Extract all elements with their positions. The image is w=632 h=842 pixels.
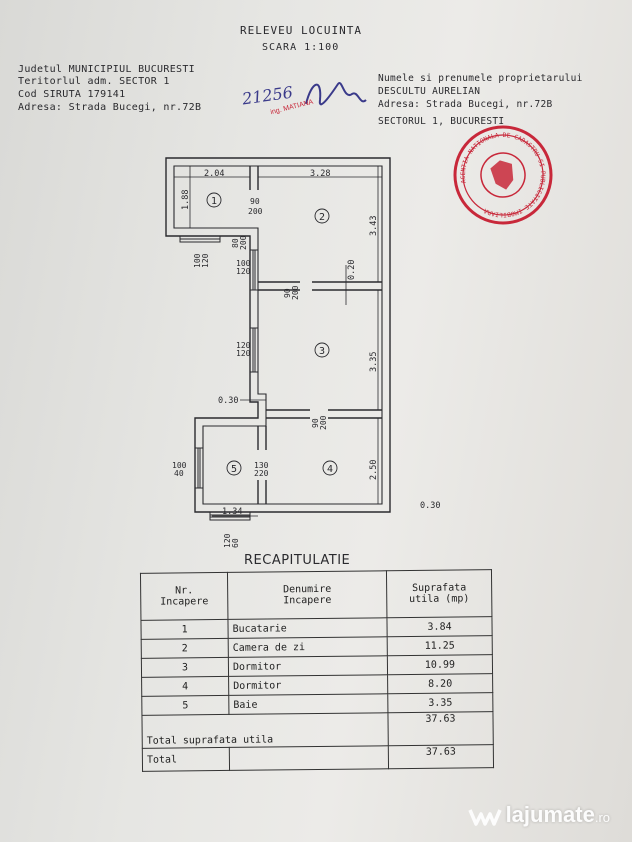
row-nr: 4 xyxy=(141,676,229,697)
row-area: 8.20 xyxy=(387,673,493,694)
opening-130: 130 xyxy=(254,461,269,470)
room-2-label: 2 xyxy=(319,212,325,223)
opening-100-b-h: 120 xyxy=(236,267,251,276)
total-value: 37.63 xyxy=(388,744,494,769)
document-scale: SCARA 1:100 xyxy=(262,42,340,53)
inner-wall xyxy=(173,165,383,505)
dim-3.35: 3.35 xyxy=(369,352,379,372)
row-name: Dormitor xyxy=(228,674,388,696)
owner-label: Numele si prenumele proprietarului xyxy=(378,73,583,84)
dim-1.88: 1.88 xyxy=(181,190,191,210)
opening-100-40-h: 40 xyxy=(174,469,184,478)
row-area: 10.99 xyxy=(387,654,493,675)
opening-80: 80 xyxy=(231,238,240,248)
owner-adresa: Adresa: Strada Bucegi, nr.72B xyxy=(378,99,553,110)
opening-130-h: 220 xyxy=(254,469,269,478)
watermark: lajumate.ro xyxy=(467,801,610,828)
owner-name: DESCULTU AURELIAN xyxy=(378,86,481,97)
document-title: RELEVEU LOCUINTA xyxy=(240,24,362,37)
row-area: 11.25 xyxy=(387,635,493,656)
row-nr: 3 xyxy=(141,657,229,678)
row-nr: 5 xyxy=(141,695,229,716)
row-nr: 1 xyxy=(140,619,229,640)
dim-3.43: 3.43 xyxy=(369,216,379,236)
opening-90-200-c: 90 xyxy=(311,418,320,428)
total-util-row: Total suprafata utila 37.63 xyxy=(141,711,494,749)
floor-plan: 2.04 3.28 1.88 3.43 0.20 3.35 2.50 0.30 … xyxy=(165,157,440,548)
opening-120-h: 120 xyxy=(236,349,251,358)
info-teritoriu: Teritorlul adm. SECTOR 1 xyxy=(18,76,170,87)
outer-wall xyxy=(165,157,391,513)
opening-100-a: 100 xyxy=(193,253,202,268)
row-area: 3.35 xyxy=(387,692,493,713)
opening-90-200-a-h: 200 xyxy=(248,207,263,216)
opening-80-h: 200 xyxy=(239,235,248,250)
opening-100-a-h: 120 xyxy=(201,253,210,268)
total-empty-cell xyxy=(229,745,389,771)
total-util-value: 37.63 xyxy=(387,711,494,746)
dim-2.04: 2.04 xyxy=(204,169,224,179)
row-name: Camera de zi xyxy=(228,636,388,658)
opening-90-200-a: 90 xyxy=(250,197,260,206)
opening-100-b: 100 xyxy=(236,259,251,268)
row-name: Dormitor xyxy=(228,655,388,677)
recap-title: RECAPITULATIE xyxy=(244,553,351,568)
row-name: Baie xyxy=(228,693,388,715)
opening-90-200-b: 90 xyxy=(283,288,292,298)
dim-0.30-right: 0.30 xyxy=(420,501,440,511)
watermark-tld: .ro xyxy=(594,809,610,825)
row-nr: 2 xyxy=(141,638,229,659)
opening-120-60: 120 xyxy=(223,533,232,548)
dim-0.20: 0.20 xyxy=(347,260,357,280)
dim-3.28: 3.28 xyxy=(310,169,330,179)
official-seal: AGENTIA NATIONALA DE CADASTRU SI PUBLICI… xyxy=(452,124,554,226)
room-4-label: 4 xyxy=(327,464,333,475)
row-name: Bucatarie xyxy=(227,617,388,639)
signature-mark xyxy=(305,81,367,106)
row-area: 3.84 xyxy=(386,616,493,637)
info-judet: Judetul MUNICIPIUL BUCURESTI xyxy=(18,64,195,75)
room-5-label: 5 xyxy=(231,464,237,475)
opening-100-40: 100 xyxy=(172,461,187,470)
room-1-label: 1 xyxy=(211,196,217,207)
dim-1.34: 1.34 xyxy=(222,507,242,517)
opening-120: 120 xyxy=(236,341,251,350)
info-adresa: Adresa: Strada Bucegi, nr.72B xyxy=(18,102,202,113)
header-nr: Nr.Incapere xyxy=(140,572,228,621)
owner-sector: SECTORUL 1, BUCURESTI xyxy=(378,116,505,127)
total-row: Total 37.63 xyxy=(142,744,494,772)
total-label: Total xyxy=(142,747,230,772)
heart-w-logo-icon xyxy=(467,809,502,826)
room-3-label: 3 xyxy=(319,346,325,357)
opening-120-60-h: 60 xyxy=(231,538,240,548)
dim-2.50: 2.50 xyxy=(369,460,379,480)
opening-90-200-c-h: 200 xyxy=(319,415,328,430)
total-util-label: Total suprafata utila xyxy=(141,712,389,749)
opening-90-200-b-h: 200 xyxy=(291,285,300,300)
info-cod-siruta: Cod SIRUTA 179141 xyxy=(18,89,126,100)
dim-0.30-left: 0.30 xyxy=(218,396,238,406)
watermark-brand: lajumate xyxy=(505,801,595,827)
